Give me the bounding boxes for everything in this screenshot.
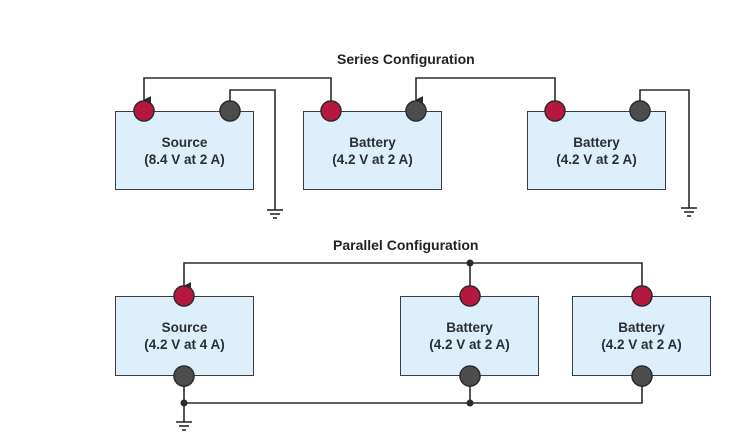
series-wire-battery2-neg-to-ground	[639, 89, 690, 208]
junction-dot	[466, 259, 474, 267]
parallel-positive-bus	[183, 262, 643, 296]
unit-rating: (4.2 V at 2 A)	[429, 337, 510, 352]
unit-name: Battery	[573, 134, 620, 150]
unit-rating: (4.2 V at 2 A)	[556, 151, 637, 167]
ground-icon	[267, 209, 283, 219]
parallel-configuration-title: Parallel Configuration	[333, 237, 479, 253]
series-configuration-title: Series Configuration	[337, 51, 475, 67]
parallel-negative-bus	[184, 376, 643, 404]
unit-name: Battery	[618, 320, 665, 335]
unit-rating: (8.4 V at 2 A)	[144, 151, 225, 167]
series-wire-battery1-pos-to-source-pos	[143, 77, 332, 104]
parallel-battery-1-box: Battery (4.2 V at 2 A)	[400, 296, 539, 376]
series-wires	[143, 77, 690, 210]
unit-rating: (4.2 V at 4 A)	[144, 337, 225, 352]
parallel-battery-2-box: Battery (4.2 V at 2 A)	[572, 296, 711, 376]
parallel-source-box: Source (4.2 V at 4 A)	[115, 296, 254, 376]
series-wire-battery2-pos-to-battery1-neg	[415, 77, 556, 104]
series-battery-2-box: Battery (4.2 V at 2 A)	[527, 111, 666, 190]
junction-dot	[466, 399, 474, 407]
junction-dot	[180, 399, 188, 407]
unit-name: Battery	[446, 320, 493, 335]
unit-name: Battery	[349, 134, 396, 150]
ground-icon	[681, 207, 697, 217]
series-wire-source-neg-to-ground	[229, 89, 276, 210]
series-source-box: Source (8.4 V at 2 A)	[115, 111, 254, 190]
series-battery-1-box: Battery (4.2 V at 2 A)	[303, 111, 442, 190]
ground-icon	[176, 421, 192, 431]
unit-rating: (4.2 V at 2 A)	[601, 337, 682, 352]
unit-rating: (4.2 V at 2 A)	[332, 151, 413, 167]
unit-name: Source	[161, 320, 208, 335]
unit-name: Source	[161, 134, 208, 150]
